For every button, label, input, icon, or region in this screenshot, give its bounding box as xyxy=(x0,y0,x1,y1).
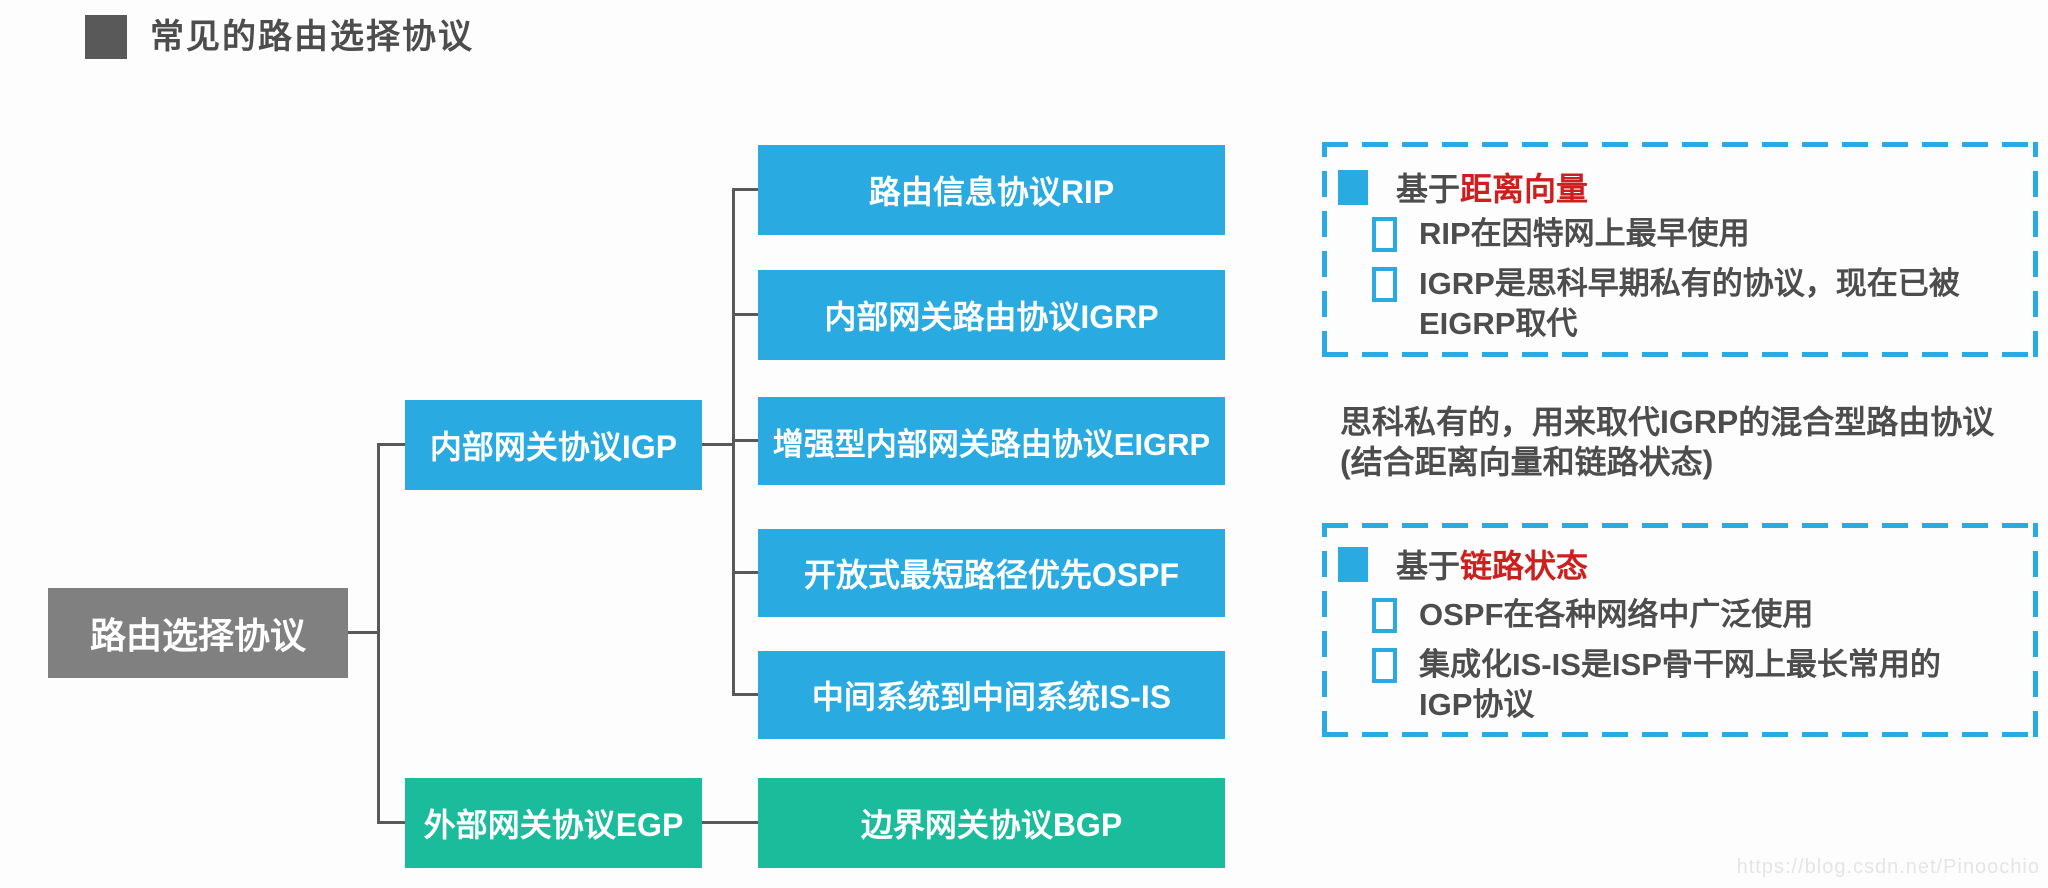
connector-line xyxy=(348,631,377,634)
hollow-square-icon xyxy=(1372,217,1397,252)
page-title: 常见的路由选择协议 xyxy=(150,18,474,56)
panel-distance-vector: 基于距离向量 RIP在因特网上最早使用 IGRP是思科早期私有的协议，现在已被 … xyxy=(1322,142,2038,357)
panel-item: RIP在因特网上最早使用 xyxy=(1372,214,1750,254)
panel-heading-text: 基于链路状态 xyxy=(1396,548,1589,584)
hollow-square-icon xyxy=(1372,598,1397,633)
node-eigrp: 增强型内部网关路由协议EIGRP xyxy=(758,397,1225,485)
panel-item-text: RIP在因特网上最早使用 xyxy=(1419,216,1750,251)
panel-heading: 基于距离向量 xyxy=(1338,164,1588,210)
panel-item: 集成化IS-IS是ISP骨干网上最长常用的 IGP协议 xyxy=(1372,645,1941,725)
connector-line xyxy=(702,443,732,446)
square-bullet-icon xyxy=(1338,546,1368,582)
node-bgp: 边界网关协议BGP xyxy=(758,778,1225,868)
node-isis: 中间系统到中间系统IS-IS xyxy=(758,651,1225,739)
connector-line xyxy=(380,821,405,824)
panel-heading: 基于链路状态 xyxy=(1338,541,1588,587)
node-rip: 路由信息协议RIP xyxy=(758,145,1225,235)
connector-line xyxy=(380,443,405,446)
panel-item: IGRP是思科早期私有的协议，现在已被 EIGRP取代 xyxy=(1372,264,1960,344)
connector-line xyxy=(735,439,758,442)
heading-highlight: 距离向量 xyxy=(1460,171,1589,207)
connector-line xyxy=(735,313,758,316)
panel-item-text: IGRP是思科早期私有的协议，现在已被 EIGRP取代 xyxy=(1419,266,1960,341)
heading-highlight: 链路状态 xyxy=(1460,548,1589,584)
node-igrp: 内部网关路由协议IGRP xyxy=(758,270,1225,360)
hollow-square-icon xyxy=(1372,267,1397,302)
hollow-square-icon xyxy=(1372,648,1397,683)
connector-line xyxy=(735,188,758,191)
connector-line xyxy=(735,571,758,574)
panel-heading-text: 基于距离向量 xyxy=(1396,171,1589,207)
panel-item-text: OSPF在各种网络中广泛使用 xyxy=(1419,597,1814,632)
panel-item-text: 集成化IS-IS是ISP骨干网上最长常用的 IGP协议 xyxy=(1419,647,1941,722)
connector-line xyxy=(732,188,735,696)
connector-line xyxy=(702,821,758,824)
connector-line xyxy=(735,693,758,696)
node-root: 路由选择协议 xyxy=(48,588,348,678)
eigrp-note: 思科私有的，用来取代IGRP的混合型路由协议 (结合距离向量和链路状态) xyxy=(1340,404,1995,480)
node-egp: 外部网关协议EGP xyxy=(405,778,702,868)
panel-link-state: 基于链路状态 OSPF在各种网络中广泛使用 集成化IS-IS是ISP骨干网上最长… xyxy=(1322,523,2038,737)
title-square-icon xyxy=(85,15,127,59)
node-ospf: 开放式最短路径优先OSPF xyxy=(758,529,1225,617)
square-bullet-icon xyxy=(1338,169,1368,205)
connector-line xyxy=(377,443,380,824)
node-igp: 内部网关协议IGP xyxy=(405,400,702,490)
watermark: https://blog.csdn.net/Pinoochio xyxy=(1736,856,2040,878)
panel-item: OSPF在各种网络中广泛使用 xyxy=(1372,595,1813,635)
